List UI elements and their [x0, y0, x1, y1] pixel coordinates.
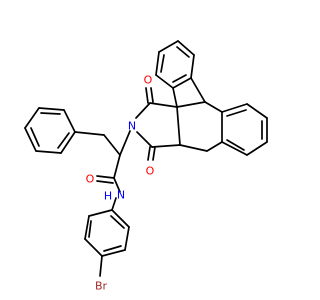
- bond: [63, 109, 76, 133]
- bond: [101, 249, 126, 257]
- bond: [40, 112, 61, 115]
- bond: [84, 238, 103, 257]
- bond: [113, 154, 121, 179]
- bond: [147, 146, 151, 161]
- bond: [110, 215, 125, 229]
- bond: [204, 101, 223, 113]
- bond: [88, 209, 113, 217]
- bond: [176, 46, 190, 58]
- structure-canvas: O N O O N H Br: [24, 40, 268, 293]
- bond: [84, 215, 90, 240]
- bond: [111, 209, 130, 228]
- oxygen-label-bottom: O: [146, 165, 155, 178]
- bond-lines: [24, 40, 268, 277]
- oxygen-label-top: O: [144, 74, 153, 87]
- bromine-label: Br: [95, 280, 108, 293]
- bond: [60, 131, 76, 154]
- bond: [96, 180, 114, 184]
- bond: [150, 87, 154, 103]
- bond: [149, 102, 178, 108]
- bond: [246, 103, 268, 119]
- bond: [57, 132, 70, 149]
- bond: [172, 74, 187, 83]
- molecule-structure: O N O O N H Br: [24, 40, 268, 293]
- bond: [172, 77, 192, 89]
- bond: [35, 150, 62, 154]
- bond: [103, 134, 121, 156]
- bond: [206, 141, 223, 152]
- hydrogen-label-amide: H: [104, 190, 112, 203]
- bond: [226, 109, 247, 117]
- bond: [226, 139, 245, 151]
- bond: [113, 177, 121, 193]
- bond: [246, 141, 268, 156]
- bond: [190, 54, 195, 79]
- atom-labels: O N O O N H Br: [86, 74, 155, 293]
- bond: [160, 54, 165, 73]
- bond: [38, 107, 65, 111]
- bond: [136, 131, 153, 148]
- bond: [176, 101, 206, 108]
- bond: [151, 144, 181, 148]
- oxygen-label-amide: O: [86, 173, 95, 186]
- bond: [158, 40, 179, 53]
- bond: [172, 87, 178, 108]
- bond: [119, 130, 131, 156]
- bond: [124, 226, 130, 251]
- nitrogen-label-imide: N: [128, 120, 136, 133]
- bond: [88, 220, 92, 238]
- bond: [99, 255, 103, 277]
- bond: [177, 40, 195, 56]
- bond: [152, 146, 156, 161]
- bond: [155, 74, 174, 89]
- bond: [145, 87, 149, 104]
- bond: [103, 245, 122, 252]
- bond: [155, 51, 160, 76]
- bond: [74, 131, 105, 136]
- bond: [111, 197, 117, 211]
- bond: [221, 103, 248, 113]
- bond: [24, 107, 40, 129]
- nitrogen-label-amide: N: [117, 189, 125, 202]
- bond: [179, 144, 208, 152]
- bond: [176, 106, 181, 146]
- bond: [221, 141, 248, 156]
- bond: [96, 175, 115, 179]
- bond: [24, 127, 37, 152]
- bond: [30, 127, 40, 147]
- bond: [135, 102, 151, 119]
- bond: [190, 77, 206, 103]
